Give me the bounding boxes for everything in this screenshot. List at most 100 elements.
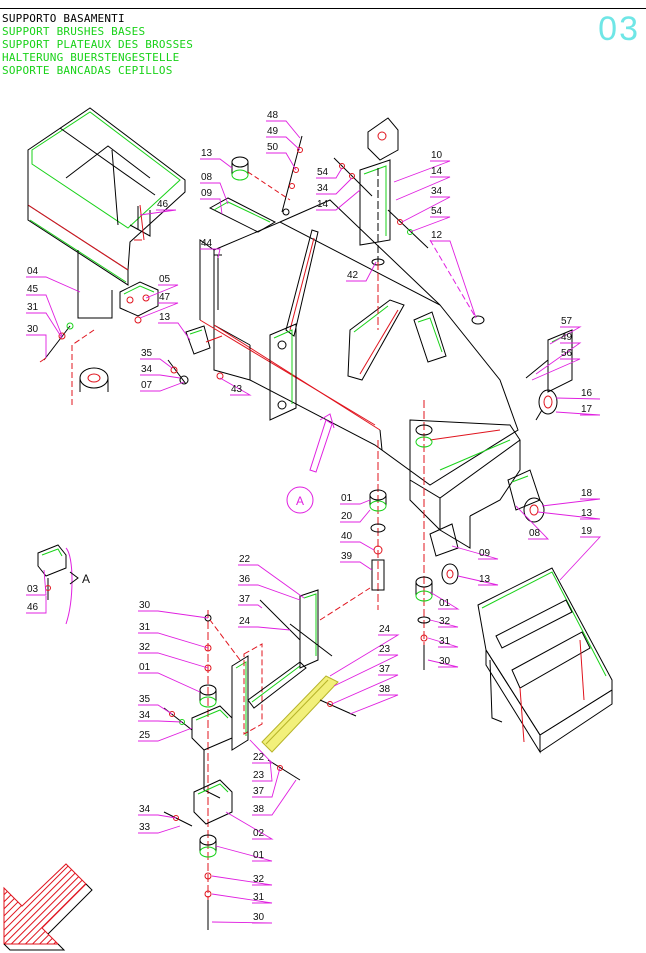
callout-leader <box>252 759 273 782</box>
wheel-bottom-left <box>71 329 109 405</box>
callout-label-48: 48 <box>267 110 279 121</box>
callout-label-37: 37 <box>239 594 251 605</box>
callout-leader <box>427 637 459 648</box>
callout-label-31: 31 <box>439 636 451 647</box>
detail-a-label-arrow: A <box>296 494 304 508</box>
callout-label-30: 30 <box>253 912 265 923</box>
callout-label-05: 05 <box>159 274 171 285</box>
callout-label-35: 35 <box>141 348 153 359</box>
callout-label-23: 23 <box>379 644 391 655</box>
callout-leader <box>238 584 301 601</box>
callout-leader <box>266 152 297 171</box>
callout-leader <box>26 334 47 358</box>
callout-leader <box>238 604 263 609</box>
callout-leader <box>26 312 63 339</box>
callout-leader <box>139 209 177 216</box>
callout-leader <box>215 845 273 862</box>
callout-leader <box>316 189 361 211</box>
callout-leader <box>316 177 353 195</box>
callout-label-31: 31 <box>27 302 39 313</box>
callout-label-32: 32 <box>253 874 265 885</box>
callout-leader <box>200 198 223 215</box>
callout-label-14: 14 <box>317 199 329 210</box>
stack-center <box>369 440 387 610</box>
hardware-46-47 <box>134 206 142 324</box>
callout-leader <box>429 619 459 628</box>
callout-label-30: 30 <box>139 600 151 611</box>
callout-leader <box>430 240 477 319</box>
callout-label-46: 46 <box>27 602 39 613</box>
callout-leader <box>139 302 179 319</box>
callout-leader <box>451 545 499 560</box>
callout-leader <box>427 659 459 668</box>
callout-label-42: 42 <box>347 270 359 281</box>
callout-label-07: 07 <box>141 380 153 391</box>
callout-label-32: 32 <box>139 642 151 653</box>
callout-label-57: 57 <box>561 316 573 327</box>
callout-label-13: 13 <box>479 574 491 585</box>
callout-label-54: 54 <box>431 206 443 217</box>
bolt-48-50 <box>281 135 303 216</box>
callout-leader <box>535 342 582 375</box>
callout-leader <box>252 767 281 798</box>
callout-leader <box>555 397 601 400</box>
callout-label-40: 40 <box>341 531 353 542</box>
callout-label-37: 37 <box>379 664 391 675</box>
callout-leader <box>266 120 301 139</box>
callout-leader <box>211 893 273 904</box>
callout-leader <box>138 720 183 723</box>
box-19 <box>477 567 613 754</box>
callout-label-54: 54 <box>317 167 329 178</box>
callout-leader <box>138 727 193 742</box>
detail-a-part <box>37 544 79 625</box>
callout-leader <box>140 374 181 379</box>
page-number: 03 <box>598 10 640 48</box>
title-en: SUPPORT BRUSHES BASES <box>2 25 146 38</box>
callout-leader <box>340 509 371 523</box>
plate-08-09 <box>208 197 277 233</box>
callout-leader <box>140 358 173 369</box>
callout-label-34: 34 <box>139 710 151 721</box>
callout-leader <box>200 158 233 169</box>
callout-label-30: 30 <box>439 656 451 667</box>
callout-label-32: 32 <box>439 616 451 627</box>
callout-leader <box>329 634 400 677</box>
callout-leader <box>266 136 301 151</box>
callout-leader <box>340 561 373 571</box>
callout-label-09: 09 <box>201 188 213 199</box>
header-rule <box>0 8 646 9</box>
roller-16-17 <box>525 329 573 421</box>
callout-label-12: 12 <box>431 230 443 241</box>
callout-leader <box>316 167 343 179</box>
bracket-frame-04 <box>27 107 186 319</box>
callout-leader <box>393 160 451 183</box>
callout-label-34: 34 <box>431 186 443 197</box>
callout-leader <box>138 672 201 693</box>
parts-18-13-08 <box>507 469 545 523</box>
block-05 <box>119 281 159 317</box>
callout-leader <box>26 596 47 614</box>
callout-label-47: 47 <box>159 292 171 303</box>
callout-leader <box>395 176 451 201</box>
callout-label-09: 09 <box>479 548 491 559</box>
callout-leader <box>252 779 297 816</box>
callout-leader <box>555 411 601 416</box>
callout-leader <box>549 326 582 345</box>
callout-label-03: 03 <box>27 584 39 595</box>
callout-label-08: 08 <box>529 528 541 539</box>
callout-label-34: 34 <box>139 804 151 815</box>
callout-leader <box>140 381 185 392</box>
callout-label-13: 13 <box>159 312 171 323</box>
callout-label-56: 56 <box>561 348 573 359</box>
title-block: SUPPORTO BASAMENTI SUPPORT BRUSHES BASES… <box>2 12 193 77</box>
callout-label-34: 34 <box>141 364 153 375</box>
callout-leader <box>537 511 601 520</box>
callout-label-46: 46 <box>157 199 169 210</box>
callout-leader <box>333 654 399 687</box>
callout-leader <box>145 284 179 299</box>
callout-leader <box>200 248 221 259</box>
callout-leader <box>26 276 81 293</box>
callout-leader <box>138 652 209 669</box>
title-it: SUPPORTO BASAMENTI <box>2 12 125 25</box>
